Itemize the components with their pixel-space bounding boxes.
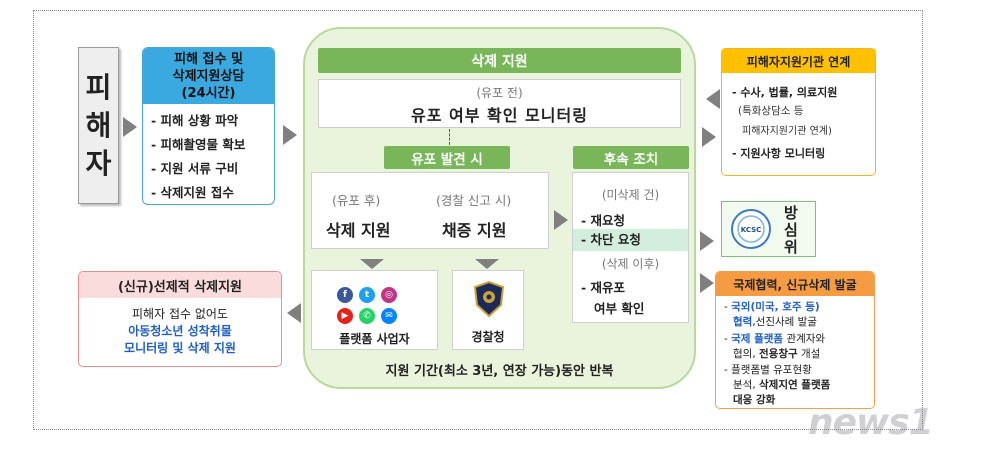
intl-title: 국제협력, 신규삭제 발굴 [716, 272, 874, 296]
agency-item-1: - 수사, 법률, 의료지원 [732, 86, 838, 99]
evidence-support-label: 채증 지원 [442, 221, 507, 240]
kcsc-logo-text: KCSC [741, 226, 762, 234]
diagram-frame [33, 10, 923, 430]
followup-tab: 후속 조치 [573, 146, 689, 169]
consult-title-line2: 삭제지원상담 [172, 69, 245, 84]
consultation-list: - 피해 상황 파악 - 피해촬영물 확보 - 지원 서류 구비 - 삭제지원 … [151, 109, 246, 204]
repeat-note: 지원 기간(최소 3년, 연장 가능)동안 반복 [385, 364, 614, 379]
arrow-to-intl [700, 273, 714, 293]
intl-b1-a: 국외(미국, 호주 등) [731, 301, 820, 313]
consult-item: - 피해촬영물 확보 [151, 137, 246, 152]
consult-item: - 피해 상황 파악 [151, 113, 239, 128]
instagram-icon: ◎ [381, 287, 397, 303]
kcsc-logo-icon: KCSC [731, 209, 771, 249]
delete-support-title: 삭제 지원 [318, 48, 681, 73]
pre-distribution-label: (유포 전) [476, 86, 523, 100]
kcsc-box: KCSC 방 심 위 [721, 201, 816, 257]
intl-b3-a: 플랫폼별 유포현황 [731, 364, 812, 376]
arrow-agency-link [706, 89, 720, 109]
youtube-icon: ▶ [337, 308, 353, 324]
consultation-title: 피해 접수 및 삭제지원상담 (24시간) [143, 48, 274, 104]
consult-item: - 삭제지원 접수 [151, 185, 234, 200]
intl-b3-b: 분석, [733, 379, 756, 391]
intl-b2-b: 관계자와 [783, 333, 826, 345]
followup-box: (미삭제 건) - 재요청 - 차단 요청 (삭제 이후) - 재유포 여부 확… [572, 172, 689, 323]
arrow-to-police [475, 259, 499, 269]
platform-label: 플랫폼 사업자 [339, 332, 410, 346]
kcsc-char-2: 심 [784, 221, 798, 239]
preemptive-line-2: 아동청소년 성착취물 [128, 324, 232, 338]
rerequest-item: - 재요청 [581, 213, 626, 228]
consultation-box: 피해 접수 및 삭제지원상담 (24시간) - 피해 상황 파악 - 피해촬영물… [142, 47, 275, 205]
preemptive-box: (신규)선제적 삭제지원 피해자 접수 없어도 아동청소년 성착취물 모니터링 … [78, 271, 282, 367]
monitoring-box: (유포 전) 유포 여부 확인 모니터링 [318, 79, 681, 128]
found-box: (유포 후) 삭제 지원 (경찰 신고 시) 채증 지원 [311, 172, 549, 249]
victim-box: 피 해 자 [78, 47, 119, 204]
intl-cooperation-box: 국제협력, 신규삭제 발굴 - 국외(미국, 호주 등) 협력,선진사례 발굴 … [715, 271, 875, 409]
arrow-consult-support [283, 125, 297, 145]
arrow-to-agency [702, 127, 716, 147]
intl-bullet-1: - 국외(미국, 호주 등) 협력,선진사례 발굴 [724, 301, 820, 328]
dashed-connector [449, 129, 450, 145]
messenger-icon: ✉ [381, 308, 397, 324]
agency-box: 피해자지원기관 연계 - 수사, 법률, 의료지원 (특화상담소 등 피해자지원… [721, 48, 876, 176]
police-agency-label: 경찰청 [471, 330, 505, 344]
arrow-to-preemptive [287, 303, 301, 323]
sns-icons-row-1: f t ◎ [337, 287, 397, 303]
intl-bullet-2: - 국제 플랫폼 관계자와 협의, 전용창구 개설 [724, 333, 826, 360]
platform-box: f t ◎ ▶ ✆ ✉ 플랫폼 사업자 [311, 270, 438, 350]
intl-b2-d: 전용창구 [759, 348, 798, 360]
preemptive-line-3: 모니터링 및 삭제 지원 [124, 341, 236, 355]
undeleted-label: (미삭제 건) [601, 188, 660, 202]
police-emblem-icon [473, 281, 505, 317]
intl-b2-a: 국제 플랫폼 [731, 333, 784, 345]
kcsc-char-1: 방 [784, 204, 798, 222]
intl-b2-e: 개설 [797, 348, 821, 360]
intl-b3-c: 삭제지연 플랫폼 [759, 379, 831, 391]
victim-char-1: 피 [85, 70, 112, 104]
sns-icons-row-2: ▶ ✆ ✉ [337, 308, 397, 324]
victim-char-3: 자 [85, 146, 112, 180]
facebook-icon: f [337, 287, 353, 303]
intl-b3-d: 대응 강화 [733, 394, 776, 406]
agency-item-1-sub2: 피해자지원기관 연계) [742, 126, 832, 137]
redistribute-item: - 재유포 [581, 280, 626, 295]
block-request-item: - 차단 요청 [573, 229, 688, 251]
after-distribution-label: (유포 후) [332, 193, 381, 208]
agency-item-1-sub1: (특화상담소 등 [738, 105, 804, 117]
police-box: 경찰청 [452, 270, 524, 350]
delete-support-label: 삭제 지원 [326, 221, 391, 240]
arrow-to-platform [360, 259, 384, 269]
monitoring-label: 유포 여부 확인 모니터링 [411, 106, 588, 125]
victim-char-2: 해 [85, 108, 112, 142]
kcsc-label: 방 심 위 [784, 205, 798, 256]
agency-title: 피해자지원기관 연계 [722, 49, 875, 73]
found-tab: 유포 발견 시 [384, 146, 510, 169]
after-delete-label: (삭제 이후) [601, 257, 660, 271]
redistribute-item-2: 여부 확인 [594, 301, 645, 316]
arrow-to-kcsc [700, 231, 714, 251]
kcsc-char-3: 위 [784, 238, 798, 256]
news1-watermark: news1 [808, 402, 934, 443]
preemptive-title: (신규)선제적 삭제지원 [79, 272, 281, 298]
intl-b2-c: 협의, [733, 348, 756, 360]
arrow-found-followup [554, 210, 568, 230]
intl-b1-c: ,선진사례 발굴 [752, 316, 817, 328]
agency-item-2: - 지원사항 모니터링 [732, 147, 826, 160]
whatsapp-icon: ✆ [359, 308, 375, 324]
intl-bullet-3: - 플랫폼별 유포현황 분석, 삭제지연 플랫폼 대응 강화 [724, 363, 872, 408]
arrow-victim-consult [123, 117, 137, 137]
preemptive-text: 피해자 접수 없어도 아동청소년 성착취물 모니터링 및 삭제 지원 [79, 306, 281, 357]
consult-title-line3: (24시간) [181, 86, 236, 101]
consult-title-line1: 피해 접수 및 [174, 52, 243, 67]
preemptive-line-1: 피해자 접수 없어도 [132, 307, 228, 321]
police-report-label: (경찰 신고 시) [436, 193, 512, 208]
consult-item: - 지원 서류 구비 [151, 161, 239, 176]
intl-b1-b: 협력 [733, 316, 753, 328]
twitter-icon: t [359, 287, 375, 303]
